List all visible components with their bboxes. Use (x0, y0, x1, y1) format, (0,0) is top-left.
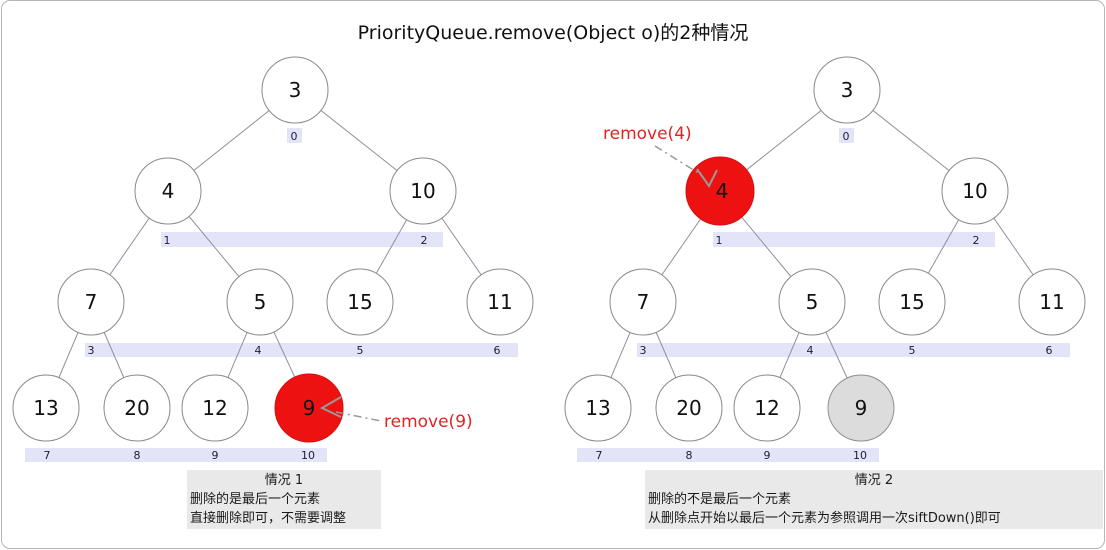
case1-tree: 3 4 10 7 5 15 11 13 20 12 9 0 1 2 3 4 5 … (12, 56, 534, 462)
case1-node-5 (226, 268, 294, 336)
index-label: 9 (764, 449, 771, 462)
case1-node-3 (261, 56, 329, 124)
remove-annotation: remove(9) (384, 412, 473, 432)
index-band (637, 343, 1070, 357)
node-value: 12 (754, 396, 779, 420)
index-label: 0 (843, 130, 850, 143)
arrowhead-icon (696, 168, 718, 188)
index-band (85, 343, 518, 357)
case2-caption: 情况 2 删除的不是最后一个元素 从删除点开始以最后一个元素为参照调用一次sif… (645, 470, 1103, 529)
node-value: 3 (841, 78, 854, 102)
index-label: 5 (357, 344, 364, 357)
index-band (25, 448, 327, 462)
case2-caption-line1: 删除的不是最后一个元素 (648, 492, 792, 507)
node-value: 11 (1039, 290, 1064, 314)
node-value: 12 (202, 396, 227, 420)
index-label: 1 (716, 234, 723, 247)
case2-node-9-removed (827, 374, 895, 442)
index-label: 3 (88, 344, 95, 357)
case1-node-11 (466, 268, 534, 336)
node-value: 15 (899, 290, 924, 314)
index-label: 2 (973, 234, 980, 247)
case2-node-3 (813, 56, 881, 124)
case1-node-20 (103, 374, 171, 442)
index-label: 7 (44, 449, 51, 462)
case2-node-13 (564, 374, 632, 442)
case1-caption-line2: 直接删除即可，不需要调整 (190, 511, 347, 526)
index-label: 9 (212, 449, 219, 462)
index-label: 2 (421, 234, 428, 247)
arrowhead-icon (319, 396, 342, 418)
index-label: 4 (807, 344, 814, 357)
remove-arrow-line (335, 411, 382, 422)
node-value: 10 (962, 179, 987, 203)
index-label: 10 (853, 449, 867, 462)
node-value: 11 (487, 290, 512, 314)
case2-node-20 (655, 374, 723, 442)
case1-node-9-highlighted (274, 373, 344, 443)
remove-annotation: remove(4) (603, 124, 692, 144)
index-label: 8 (134, 449, 141, 462)
case2-node-12 (733, 374, 801, 442)
index-label: 6 (1046, 344, 1053, 357)
case2-node-15 (878, 268, 946, 336)
node-value: 4 (716, 179, 729, 203)
case1-caption-heading: 情况 1 (264, 473, 304, 488)
node-value: 20 (124, 396, 149, 420)
case2-node-10 (941, 157, 1009, 225)
case2-node-5 (778, 268, 846, 336)
case2-node-4-highlighted (685, 156, 755, 226)
case1-node-13 (12, 374, 80, 442)
index-band (713, 232, 995, 247)
case2-node-7 (609, 268, 677, 336)
node-value: 7 (85, 290, 98, 314)
case1-node-7 (57, 268, 125, 336)
case2-node-11 (1018, 268, 1086, 336)
node-value: 7 (637, 290, 650, 314)
index-label: 8 (686, 449, 693, 462)
node-value: 10 (410, 179, 435, 203)
case1-node-10 (389, 157, 457, 225)
index-label: 10 (301, 449, 315, 462)
case2-tree: 3 4 10 7 5 15 11 13 20 12 9 0 1 2 3 4 5 … (564, 56, 1086, 462)
index-label: 5 (909, 344, 916, 357)
node-value: 13 (33, 396, 58, 420)
node-value: 15 (347, 290, 372, 314)
index-label: 3 (640, 344, 647, 357)
node-value: 5 (254, 290, 267, 314)
node-value: 9 (855, 396, 868, 420)
node-value: 5 (806, 290, 819, 314)
index-band (287, 128, 302, 143)
case1-node-4 (134, 157, 202, 225)
case1-caption: 情况 1 删除的是最后一个元素 直接删除即可，不需要调整 (187, 470, 381, 529)
index-label: 4 (255, 344, 262, 357)
index-band (839, 128, 854, 143)
node-value: 13 (585, 396, 610, 420)
case1-caption-line1: 删除的是最后一个元素 (190, 492, 321, 507)
index-label: 7 (596, 449, 603, 462)
index-band (161, 232, 443, 247)
case1-node-12 (181, 374, 249, 442)
index-label: 1 (164, 234, 171, 247)
node-value: 9 (303, 396, 316, 420)
node-value: 20 (676, 396, 701, 420)
case2-caption-line2: 从删除点开始以最后一个元素为参照调用一次siftDown()即可 (648, 511, 1001, 526)
index-label: 6 (494, 344, 501, 357)
diagram-title: PriorityQueue.remove(Object o)的2种情况 (357, 22, 749, 44)
index-label: 0 (291, 130, 298, 143)
node-value: 3 (289, 78, 302, 102)
case2-caption-heading: 情况 2 (854, 473, 894, 488)
index-band (577, 448, 879, 462)
node-value: 4 (162, 179, 175, 203)
case1-node-15 (326, 268, 394, 336)
